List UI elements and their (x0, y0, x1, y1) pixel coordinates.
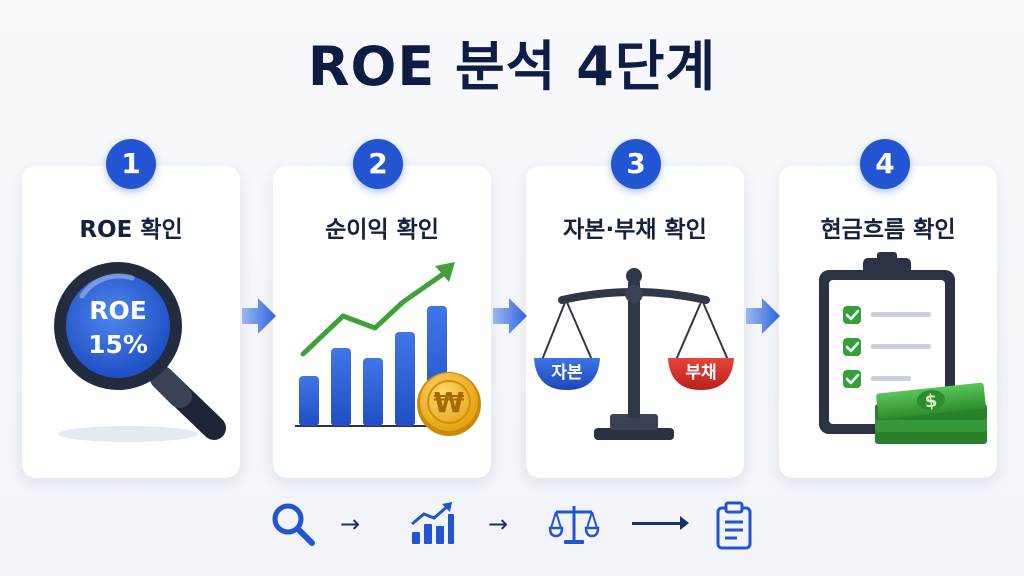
checklist-cash-icon: $ (819, 252, 987, 444)
step-4-card: 현금흐름 확인 $ (779, 166, 997, 478)
growth-chart-icon: ₩ (295, 262, 481, 436)
debt-pan-label: 부채 (685, 363, 716, 383)
scale-icon (548, 506, 600, 544)
equity-pan (534, 358, 600, 390)
step-1-label: ROE 확인 (79, 217, 183, 243)
bill-dollar-text: $ (924, 390, 939, 412)
bottom-arrow-1: → (340, 510, 361, 538)
bottom-arrow-3-head (680, 516, 689, 530)
trend-arrow-head (435, 262, 455, 282)
search-icon (272, 503, 315, 546)
step-3-badge: 3 (611, 139, 661, 189)
bottom-arrow-2: → (488, 510, 509, 538)
flow-arrow-1 (242, 298, 276, 334)
coin-won-text: ₩ (434, 386, 465, 419)
page-title: ROE 분석 4단계 (307, 35, 717, 98)
flow-arrow-2 (493, 298, 527, 334)
chart-bar-2 (331, 348, 351, 426)
step-2-card: 순이익 확인 ₩ (273, 166, 491, 478)
debt-pan (668, 358, 734, 390)
check-1 (843, 306, 861, 324)
bottom-arrow-3 (632, 522, 686, 525)
bar-chart-icon (411, 502, 454, 544)
chart-bar-1 (299, 376, 319, 426)
trend-arrow-line (300, 267, 452, 357)
chart-bar-4 (395, 332, 415, 426)
step-3-card: 자본·부채 확인 자본 부채 (526, 166, 744, 478)
step-2-label: 순이익 확인 (325, 217, 439, 243)
step-1-badge: 1 (106, 139, 156, 189)
lens-percent-text: 15% (88, 330, 148, 359)
step-4-label: 현금흐름 확인 (820, 217, 956, 243)
step-4-badge: 4 (860, 139, 910, 189)
step-3-label: 자본·부채 확인 (563, 217, 707, 243)
equity-pan-label: 자본 (551, 363, 583, 383)
check-3 (843, 370, 861, 388)
step-2-badge: 2 (353, 139, 403, 189)
step-1-card: ROE 확인 ROE 15% (22, 166, 240, 478)
magnifier-icon: ROE 15% (54, 262, 226, 442)
check-2 (843, 338, 861, 356)
balance-scale-icon: 자본 부채 (534, 268, 734, 440)
lens-roe-text: ROE (89, 296, 147, 325)
chart-bar-3 (363, 358, 383, 426)
flow-arrow-3 (746, 298, 780, 334)
clipboard-icon (716, 501, 752, 550)
